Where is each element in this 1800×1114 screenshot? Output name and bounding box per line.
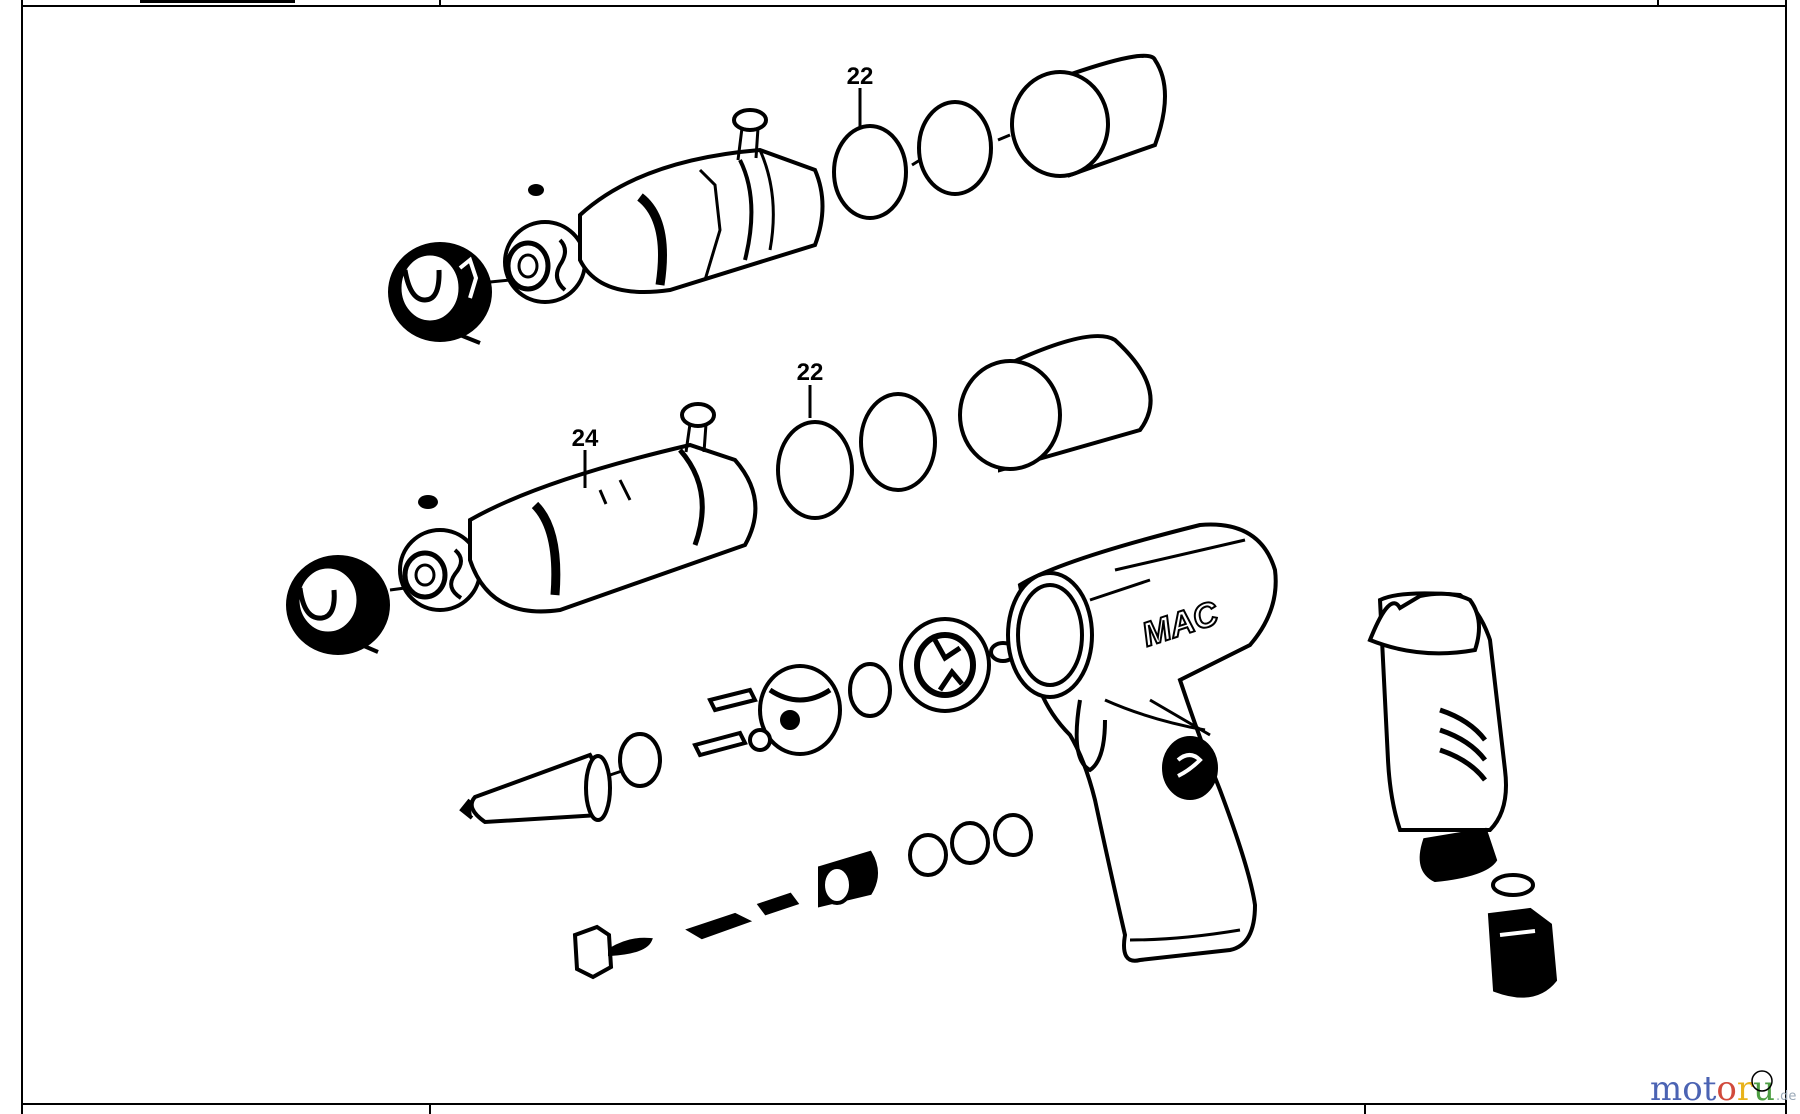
middle-pin — [680, 402, 716, 453]
wm-suffix: .de — [1776, 1089, 1796, 1104]
middle-ring-1 — [776, 420, 854, 520]
top-motor-assembly — [388, 53, 1167, 345]
wm-letter-5: r — [1737, 1069, 1754, 1109]
callout-24: 24 — [572, 425, 599, 452]
callout-22-middle: 22 — [797, 359, 824, 386]
middle-motor-assembly — [286, 334, 1153, 655]
middle-bearing-plate — [398, 528, 482, 612]
valve-oring-3 — [993, 813, 1033, 857]
valve-oring-2 — [950, 821, 990, 865]
middle-ring-2 — [859, 392, 937, 492]
valve-oring-1 — [908, 833, 948, 877]
middle-end-cap — [286, 555, 390, 655]
exhaust-deflector — [1367, 591, 1558, 998]
wm-letter-1: m — [1650, 1069, 1682, 1109]
top-cylinder — [578, 147, 825, 294]
top-sleeve — [1010, 53, 1167, 178]
pistol-housing: MAC — [1006, 522, 1278, 963]
rotor-gear — [899, 617, 991, 713]
valve-nut — [572, 924, 614, 980]
drawing-frame — [21, 0, 1787, 1114]
callout-22-top: 22 — [847, 63, 874, 90]
site-watermark: motoru .de — [1650, 1069, 1796, 1109]
plate-ring — [848, 662, 892, 718]
svg-text:motoru: motoru — [1650, 1069, 1775, 1109]
top-ring-2 — [917, 100, 993, 196]
rotor — [459, 752, 612, 825]
rotor-parts — [459, 617, 1017, 825]
rotor-washer — [618, 732, 662, 788]
top-bearing-plate — [503, 220, 587, 304]
rear-plate — [748, 664, 842, 756]
wm-letter-4: o — [1716, 1069, 1736, 1109]
top-end-cap — [388, 242, 492, 345]
trigger-badge — [1162, 736, 1218, 800]
middle-cylinder — [468, 442, 758, 614]
valve-stem-parts — [572, 813, 1033, 980]
wm-letter-2: o — [1682, 1069, 1702, 1109]
vane-blades — [692, 687, 758, 758]
top-pin — [732, 108, 768, 161]
wm-letter-6: u — [1753, 1069, 1775, 1109]
middle-sleeve — [958, 334, 1153, 473]
wm-letter-3: t — [1703, 1069, 1717, 1109]
top-ring-1 — [832, 124, 908, 220]
